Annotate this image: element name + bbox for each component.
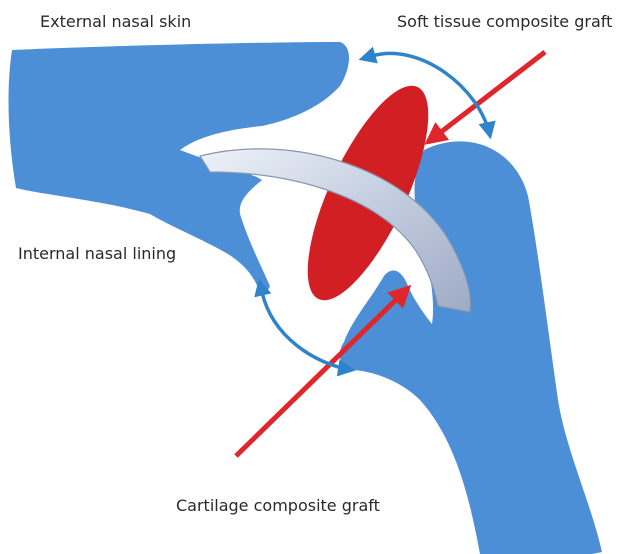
external-nasal-skin-label: External nasal skin	[40, 12, 191, 31]
soft-tissue-graft-label: Soft tissue composite graft	[397, 12, 612, 31]
cartilage-graft-label: Cartilage composite graft	[176, 496, 380, 515]
internal-nasal-lining-label: Internal nasal lining	[18, 244, 176, 263]
